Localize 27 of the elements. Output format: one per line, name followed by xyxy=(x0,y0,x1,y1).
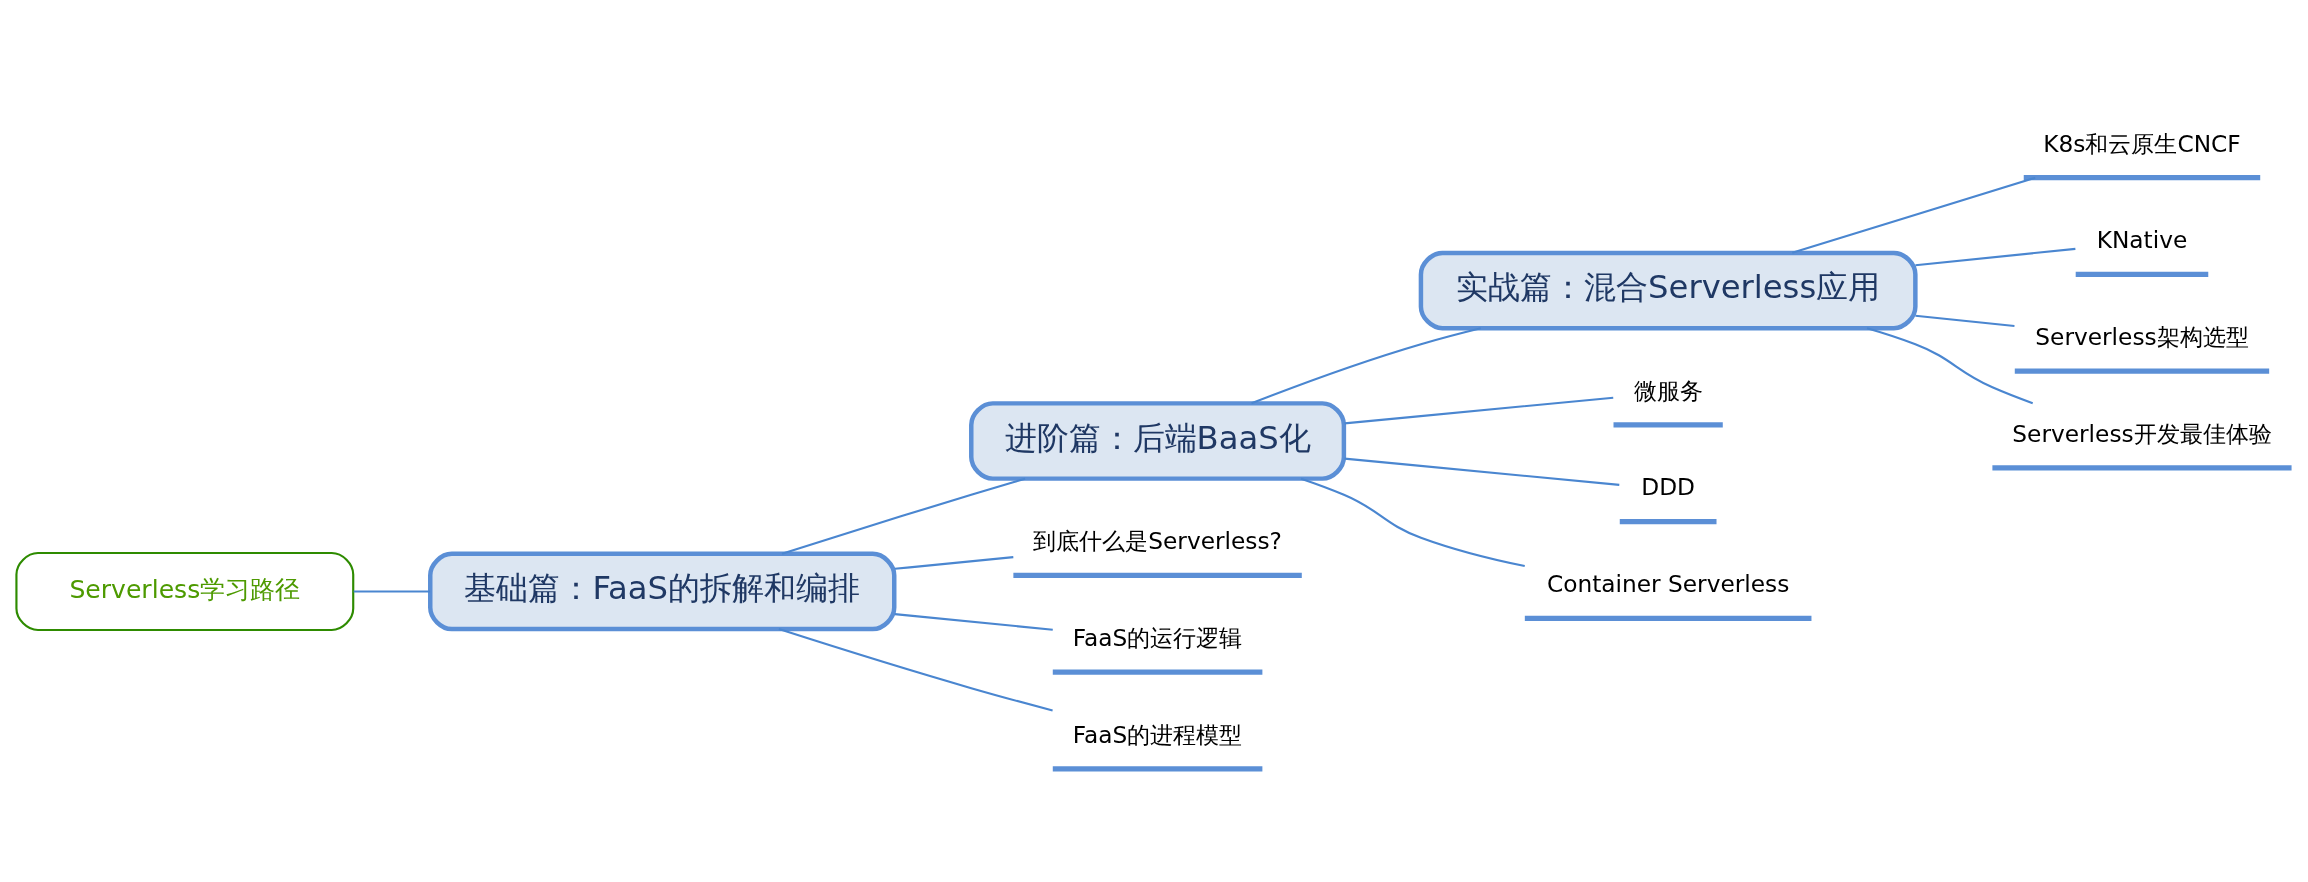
node-text: Serverless开发最佳体验 xyxy=(2012,419,2272,447)
node-box: 基础篇：FaaS的拆解和编排 xyxy=(428,551,897,632)
connector xyxy=(894,613,1053,631)
node-text: 微服务 xyxy=(1633,376,1703,404)
node-text: KNative xyxy=(2096,226,2188,254)
node-text: Container Serverless xyxy=(1546,570,1790,598)
connector xyxy=(894,556,1014,570)
connector xyxy=(1344,457,1620,486)
connector xyxy=(778,628,1053,712)
connector xyxy=(1915,314,2015,327)
connector xyxy=(1791,176,2036,254)
connector xyxy=(1915,247,2076,267)
connector xyxy=(781,477,1026,555)
node-text: FaaS的进程模型 xyxy=(1072,720,1243,748)
connector xyxy=(1300,477,1525,568)
node-box: 进阶篇：后端BaaS化 xyxy=(969,401,1347,481)
node-text: FaaS的运行逻辑 xyxy=(1072,623,1243,651)
node-box: 实战篇：混合Serverless应用 xyxy=(1418,250,1918,331)
node-box: Serverless学习路径 xyxy=(15,551,355,632)
node-text: K8s和云原生CNCF xyxy=(2043,129,2241,157)
connector xyxy=(1344,396,1614,425)
connector xyxy=(1251,327,1481,405)
node-text: 到底什么是Serverless? xyxy=(1033,527,1282,555)
node-text: DDD xyxy=(1641,473,1696,501)
node-text: Serverless架构选型 xyxy=(2035,322,2249,350)
connector xyxy=(353,590,431,593)
connector xyxy=(1866,327,2034,405)
